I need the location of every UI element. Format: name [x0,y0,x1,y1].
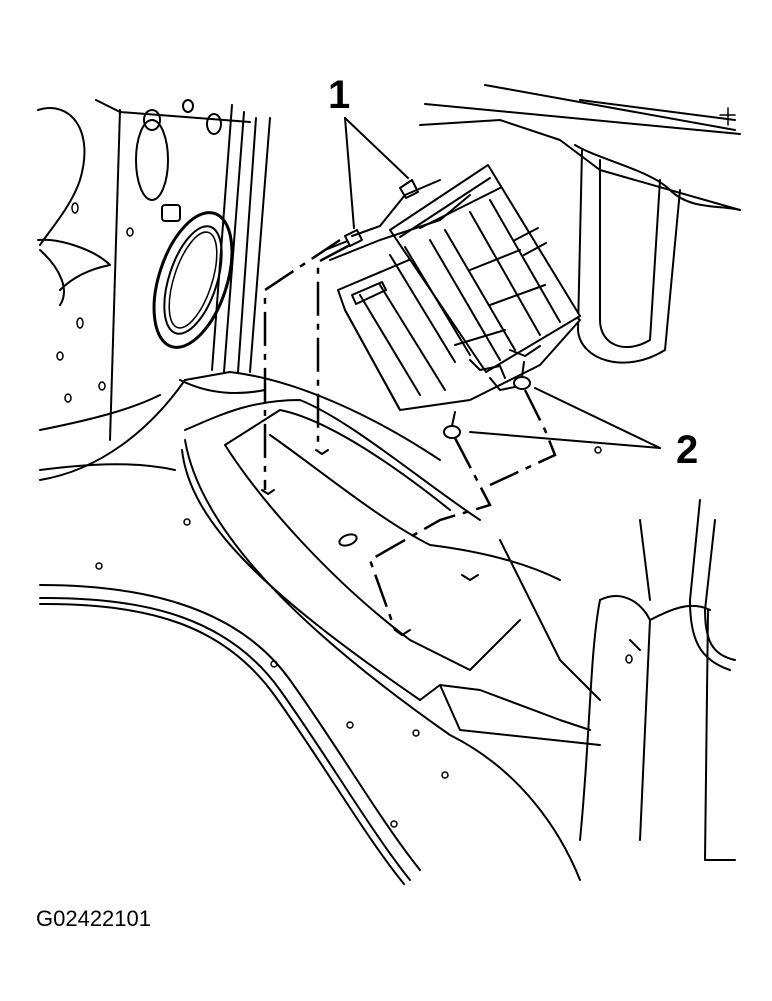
electronic-module [324,164,581,439]
alignment-lines [263,238,557,631]
upper-right-trim [419,84,741,364]
left-body-panel [37,99,271,471]
callout-leaders [344,117,661,449]
callout-1-label: 1 [328,73,350,117]
carrier-panel [39,371,602,885]
figure-id: G02422101 [36,906,151,931]
lower-right-console [579,499,736,861]
callout-2-label: 2 [676,428,698,472]
